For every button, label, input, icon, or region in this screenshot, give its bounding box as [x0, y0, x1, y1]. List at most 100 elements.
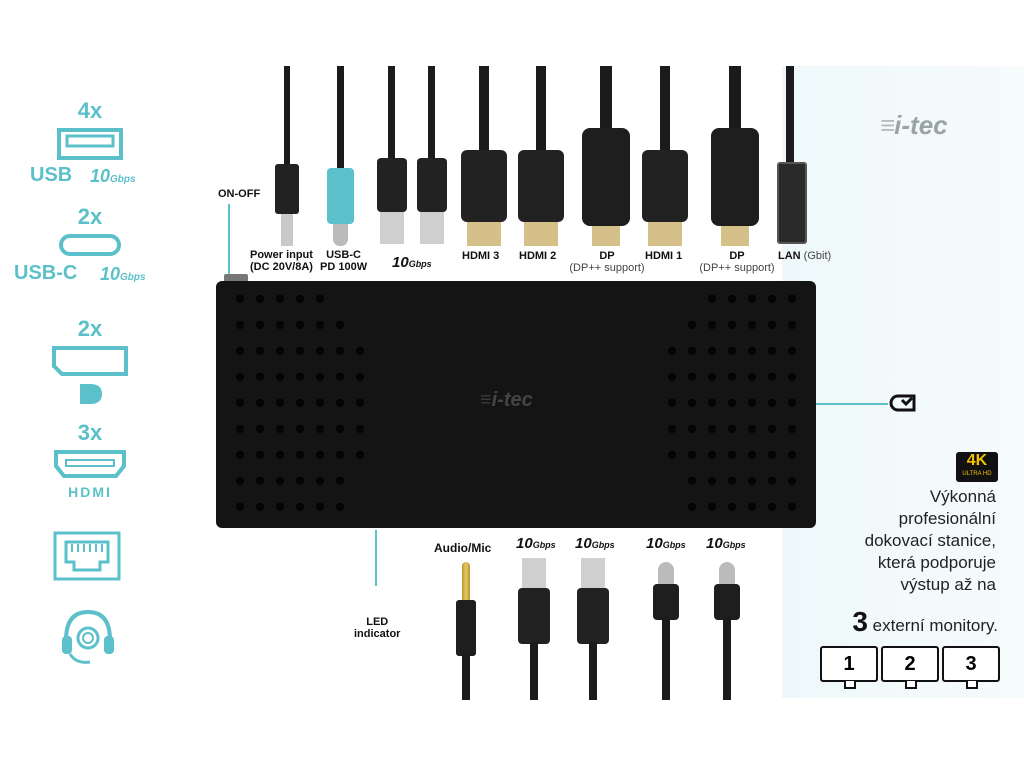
vent-hole — [708, 425, 716, 433]
docking-station: ≡i-tec — [216, 281, 816, 528]
hdmi-name: HDMI — [68, 484, 112, 500]
bottom-speed-2-unit: Gbps — [591, 540, 615, 550]
vent-hole — [236, 451, 244, 459]
dock-logo-text: i-tec — [491, 389, 533, 411]
power-label-title: Power input — [250, 249, 313, 261]
vent-hole — [668, 451, 676, 459]
vent-hole — [788, 321, 796, 329]
vent-hole — [356, 399, 364, 407]
vent-hole — [788, 451, 796, 459]
headset-icon — [62, 609, 114, 664]
vent-hole — [276, 477, 284, 485]
vent-hole — [688, 321, 696, 329]
bottom-speed-1-value: 10 — [516, 535, 533, 552]
vent-hole — [256, 347, 264, 355]
top-usb-speed-badge: 10Gbps — [392, 254, 432, 271]
feature-hdmi: 3x HDMI — [0, 420, 180, 500]
vent-hole — [708, 295, 716, 303]
vent-hole — [316, 451, 324, 459]
dp1-label: DP (DP++ support) — [566, 250, 648, 274]
bottom-usb-plug-1 — [518, 588, 550, 644]
power-switch[interactable] — [224, 274, 248, 282]
hdmi3-plug — [461, 150, 507, 222]
dp1-label-title: DP — [599, 250, 615, 262]
bottom-usb-cable-1 — [530, 642, 538, 700]
vent-hole — [296, 503, 304, 511]
vent-hole — [336, 451, 344, 459]
vent-hole — [276, 347, 284, 355]
hdmi2-label: HDMI 2 — [519, 250, 557, 262]
dp1-plug — [582, 128, 630, 226]
dp2-label-sub: (DP++ support) — [699, 262, 775, 274]
hdmi1-label: HDMI 1 — [645, 250, 683, 262]
vent-hole — [708, 399, 716, 407]
led-label: LED indicator — [354, 616, 400, 640]
vent-hole — [788, 425, 796, 433]
monitor-3-icon: 3 — [942, 646, 1000, 689]
vent-hole — [276, 295, 284, 303]
vent-hole — [316, 503, 324, 511]
vent-hole — [236, 477, 244, 485]
brand-logo: ≡i-tec — [880, 110, 948, 140]
description-text: Výkonná profesionální dokovací stanice, … — [816, 486, 996, 596]
dp-count: 2x — [77, 316, 103, 341]
4k-badge-text: 4K — [966, 452, 988, 469]
bottom-speed-badge-2: 10Gbps — [575, 535, 615, 552]
vent-hole — [256, 321, 264, 329]
vent-hole — [688, 503, 696, 511]
vent-hole — [768, 451, 776, 459]
vent-hole — [728, 477, 736, 485]
kensington-lock-icon — [889, 394, 916, 412]
usbc-pd-plug-tip — [333, 224, 348, 246]
vent-hole — [316, 347, 324, 355]
vent-hole — [688, 425, 696, 433]
vent-hole — [236, 347, 244, 355]
vent-hole — [256, 399, 264, 407]
vent-hole — [236, 425, 244, 433]
feature-displayport: 2x — [0, 316, 180, 406]
on-off-pointer — [228, 204, 230, 276]
vent-hole — [296, 321, 304, 329]
monitors-text: externí monitory. — [872, 616, 998, 635]
vent-hole — [256, 503, 264, 511]
vent-hole — [748, 477, 756, 485]
vent-hole — [296, 399, 304, 407]
usb-c-port-icon — [59, 234, 121, 256]
vent-hole — [316, 295, 324, 303]
feature-audio — [56, 604, 120, 673]
usbc-pd-label-sub: PD 100W — [320, 261, 368, 273]
vent-hole — [708, 451, 716, 459]
led-label-title: LED — [366, 616, 389, 628]
usb-name: USB — [30, 164, 73, 186]
vent-hole — [296, 347, 304, 355]
usb-plug-2-tip — [420, 212, 444, 244]
dp1-cable — [600, 66, 612, 132]
vent-hole — [256, 425, 264, 433]
usb-a-port-icon — [57, 128, 123, 160]
vent-hole — [236, 295, 244, 303]
bottom-speed-badge-3: 10Gbps — [646, 535, 686, 552]
hdmi3-plug-tip — [467, 222, 501, 246]
vent-hole — [356, 373, 364, 381]
bottom-usbc-plug-1 — [653, 584, 679, 620]
vent-hole — [316, 399, 324, 407]
vent-hole — [688, 373, 696, 381]
vent-hole — [276, 399, 284, 407]
bottom-usb-plug-2-tip — [581, 558, 605, 590]
usbc-name: USB-C — [14, 262, 78, 284]
vent-hole — [748, 425, 756, 433]
hdmi1-cable — [660, 66, 670, 156]
vent-hole — [336, 373, 344, 381]
description-line-5: výstup až na — [900, 575, 996, 594]
power-label: Power input (DC 20V/8A) — [250, 249, 313, 273]
vent-hole — [708, 477, 716, 485]
usb-speed-value: 10 — [90, 166, 111, 186]
vent-hole — [356, 425, 364, 433]
vent-hole — [768, 503, 776, 511]
dp1-label-sub: (DP++ support) — [569, 262, 645, 274]
vent-hole — [356, 347, 364, 355]
4k-badge: 4K ULTRA HD — [956, 452, 998, 482]
lan-cable — [786, 66, 794, 166]
audio-label: Audio/Mic — [434, 541, 492, 555]
vent-hole — [276, 373, 284, 381]
